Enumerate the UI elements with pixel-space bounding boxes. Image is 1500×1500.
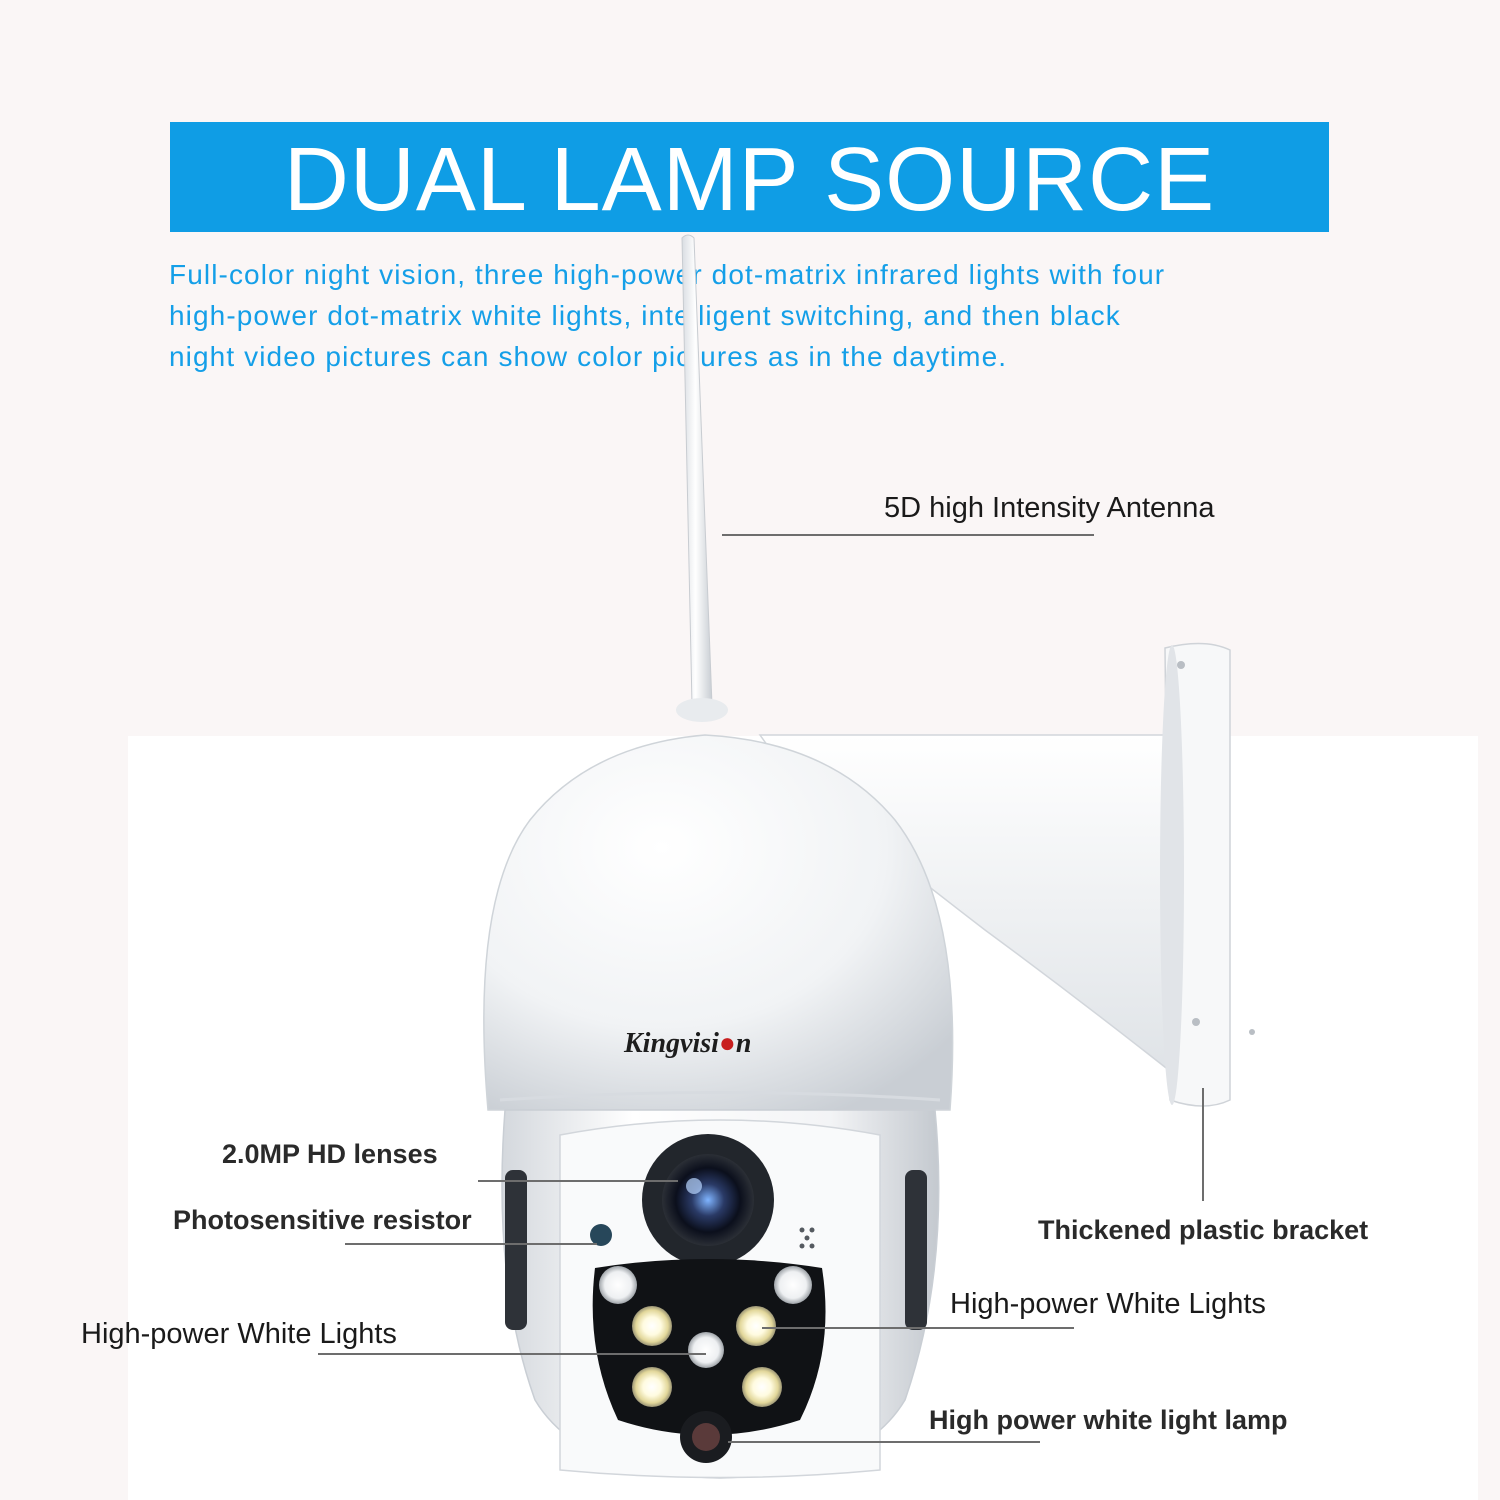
description-line: night video pictures can show color pict… — [169, 341, 1008, 372]
white-lamp-leader-line — [728, 1441, 1040, 1443]
antenna — [676, 234, 728, 722]
white-lights-left-callout: High-power White Lights — [81, 1318, 397, 1350]
photosensitive-callout: Photosensitive resistor — [173, 1205, 472, 1235]
feature-description: Full-color night vision, three high-powe… — [169, 254, 1359, 377]
wall-bracket — [758, 642, 1255, 1107]
lenses-leader-line — [478, 1180, 678, 1182]
brand-logo: Kingvisi●n — [623, 1028, 751, 1059]
white-lamp-callout: High power white light lamp — [929, 1405, 1288, 1435]
antenna-callout: 5D high Intensity Antenna — [884, 492, 1215, 524]
title-banner: DUAL LAMP SOURCE — [170, 122, 1329, 232]
description-line: Full-color night vision, three high-powe… — [169, 259, 1166, 290]
bracket-leader-line — [1202, 1088, 1204, 1201]
banner-title: DUAL LAMP SOURCE — [283, 130, 1216, 230]
bracket-callout: Thickened plastic bracket — [1038, 1215, 1369, 1245]
description-line: high-power dot-matrix white lights, inte… — [169, 300, 1121, 331]
camera-dome — [483, 734, 954, 1111]
camera-body — [501, 1109, 940, 1479]
white-lights-right-leader-line — [762, 1327, 1074, 1329]
photosensitive-leader-line — [345, 1243, 597, 1245]
white-lights-left-leader-line — [318, 1353, 706, 1355]
antenna-leader-line — [722, 534, 1094, 536]
white-lights-right-callout: High-power White Lights — [950, 1288, 1266, 1320]
lenses-callout: 2.0MP HD lenses — [222, 1139, 438, 1169]
